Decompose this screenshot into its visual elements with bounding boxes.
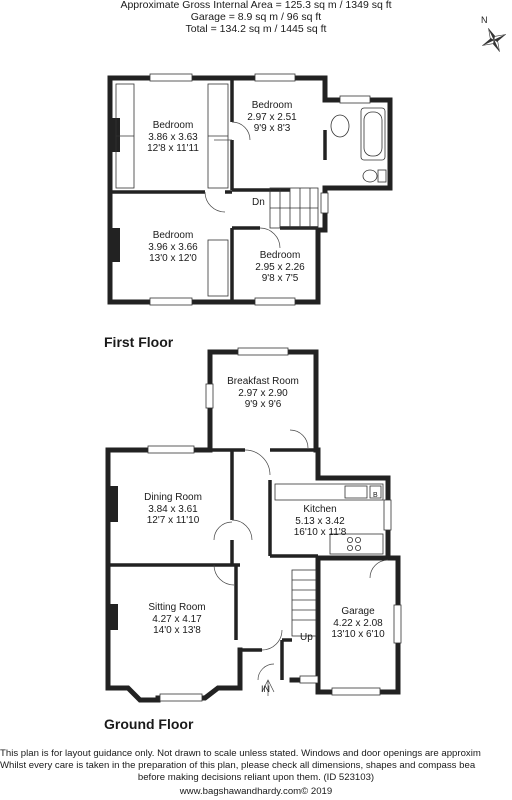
total-area-text: Total = 134.2 sq m / 1445 sq ft <box>185 23 327 35</box>
first-floor-bedroom-1: Bedroom 3.86 x 3.63 12'8 x 11'11 <box>118 120 228 155</box>
kitchen: Kitchen 5.13 x 3.42 16'10 x 11'8 <box>270 504 370 539</box>
compass-icon: N <box>474 14 510 54</box>
room-imperial-size: 12'8 x 11'11 <box>147 143 199 154</box>
disclaimer-line-2: Whilst every care is taken in the prepar… <box>0 760 476 771</box>
first-floor-plan <box>107 73 393 306</box>
ground-floor-title: Ground Floor <box>104 716 194 732</box>
room-metric-size: 4.27 x 4.17 <box>152 613 202 625</box>
room-metric-size: 3.96 x 3.66 <box>148 241 198 253</box>
first-floor-stair-label: Dn <box>252 197 265 208</box>
website-link[interactable]: www.bagshawandhardy.com© 2019 <box>179 786 333 797</box>
disclaimer-line-3: before making decisions reliant upon the… <box>137 772 375 783</box>
room-imperial-size: 14'0 x 13'8 <box>153 625 201 636</box>
room-metric-size: 3.84 x 3.61 <box>148 503 198 515</box>
room-name: Bedroom <box>251 100 293 111</box>
disclaimer-line-1: This plan is for layout guidance only. N… <box>0 748 481 759</box>
room-name: Bedroom <box>152 230 194 241</box>
room-name: Dining Room <box>144 492 202 503</box>
first-floor-bedroom-3: Bedroom 3.96 x 3.66 13'0 x 12'0 <box>118 230 228 265</box>
ground-floor-stair-label: Up <box>300 632 313 643</box>
room-name: Garage <box>341 606 375 617</box>
room-metric-size: 2.97 x 2.51 <box>247 111 297 123</box>
room-metric-size: 3.86 x 3.63 <box>148 131 198 143</box>
room-name: Sitting Room <box>148 602 206 613</box>
gross-area-text: Approximate Gross Internal Area = 125.3 … <box>120 0 392 11</box>
room-imperial-size: 13'10 x 6'10 <box>331 629 385 640</box>
room-metric-size: 5.13 x 3.42 <box>295 515 345 527</box>
first-floor-bedroom-4: Bedroom 2.95 x 2.26 9'8 x 7'5 <box>240 250 320 285</box>
compass-north-label: N <box>481 15 488 25</box>
garage: Garage 4.22 x 2.08 13'10 x 6'10 <box>318 606 398 641</box>
room-imperial-size: 9'9 x 8'3 <box>253 123 291 134</box>
room-name: Breakfast Room <box>227 376 299 387</box>
room-metric-size: 2.95 x 2.26 <box>255 261 305 273</box>
entrance-label: IN <box>261 684 270 694</box>
room-imperial-size: 16'10 x 11'8 <box>293 527 347 538</box>
room-metric-size: 4.22 x 2.08 <box>333 617 383 629</box>
room-name: Bedroom <box>259 250 301 261</box>
room-imperial-size: 9'8 x 7'5 <box>261 273 299 284</box>
sitting-room: Sitting Room 4.27 x 4.17 14'0 x 13'8 <box>122 602 232 637</box>
room-name: Bedroom <box>152 120 194 131</box>
dining-room: Dining Room 3.84 x 3.61 12'7 x 11'10 <box>118 492 228 527</box>
first-floor-title: First Floor <box>104 334 174 350</box>
room-imperial-size: 12'7 x 11'10 <box>146 515 200 526</box>
garage-area-text: Garage = 8.9 sq m / 96 sq ft <box>190 11 322 23</box>
room-name: Kitchen <box>303 504 337 515</box>
room-metric-size: 2.97 x 2.90 <box>238 387 288 399</box>
ground-floor-plan <box>105 347 402 703</box>
first-floor-bedroom-2: Bedroom 2.97 x 2.51 9'9 x 8'3 <box>232 100 312 135</box>
boiler-label: B <box>373 492 378 499</box>
room-imperial-size: 9'9 x 9'6 <box>244 399 282 410</box>
breakfast-room: Breakfast Room 2.97 x 2.90 9'9 x 9'6 <box>213 376 313 411</box>
room-imperial-size: 13'0 x 12'0 <box>149 253 197 264</box>
